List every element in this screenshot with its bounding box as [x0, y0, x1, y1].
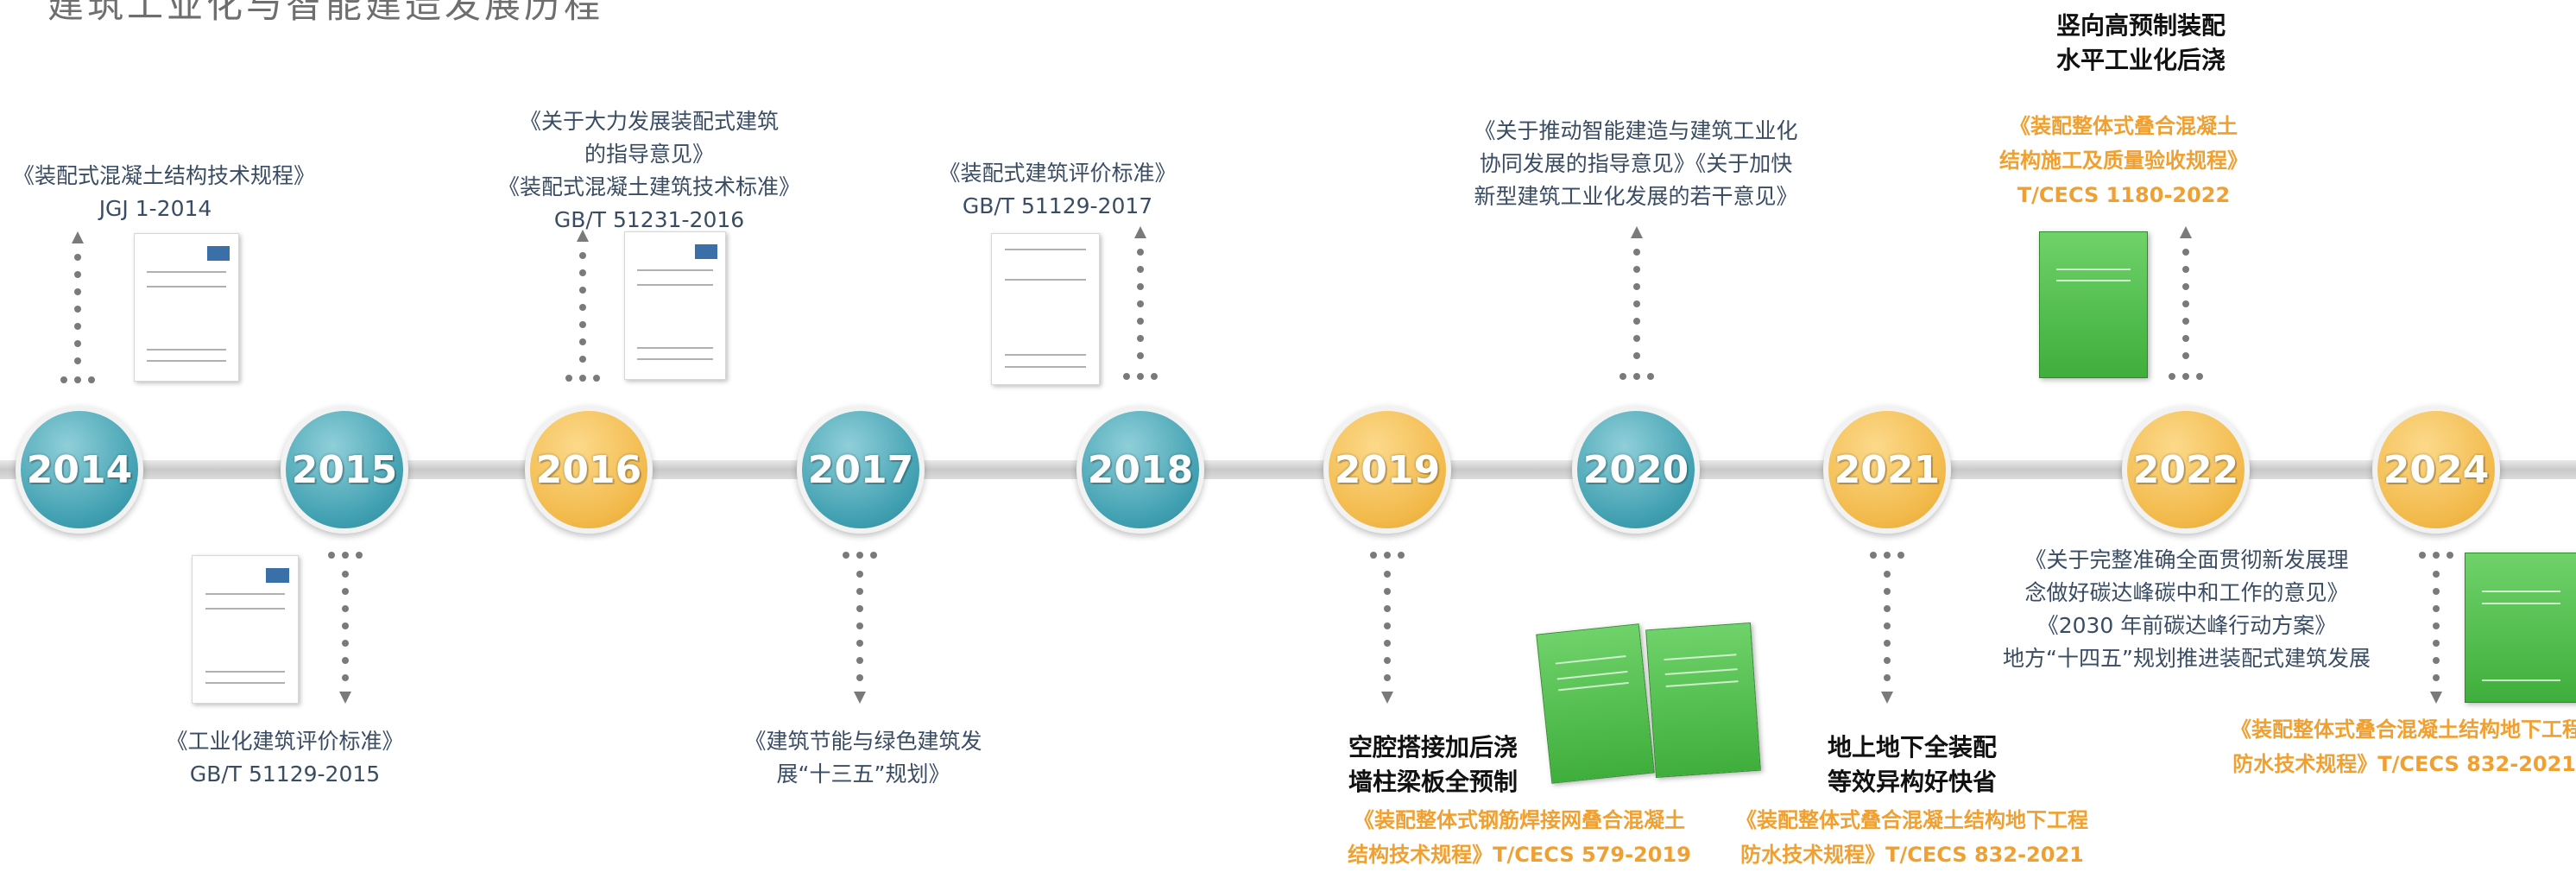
year-2019-circle: 2019 [1323, 406, 1451, 534]
event-2022-highlight: 竖向高预制装配 水平工业化后浇 [2029, 9, 2253, 78]
event-line: 《2030 年前碳达峰行动方案》 [2036, 613, 2337, 638]
timeline-dots-arrow-icon [1123, 226, 1158, 380]
year-2022-circle: 2022 [2122, 406, 2250, 534]
timeline-dots-arrow-icon [1619, 226, 1654, 380]
event-line: 协同发展的指导意见》《关于加快 [1479, 151, 1793, 176]
timeline-dots-arrow-icon [60, 231, 95, 383]
event-2022-standard: 《装配整体式叠合混凝土 结构施工及质量验收规程》 T/CECS 1180-202… [1986, 109, 2262, 212]
event-line: 地方“十四五”规划推进装配式建筑发展 [2003, 646, 2371, 671]
green-book-icon [1536, 623, 1655, 784]
event-line: 结构施工及质量验收规程》 [1999, 148, 2248, 173]
event-2018: 《装配式建筑评价标准》 GB/T 51129-2017 [919, 157, 1196, 223]
event-line: 地上地下全装配 [1827, 733, 1997, 761]
event-2015: 《工业化建筑评价标准》 GB/T 51129-2015 [147, 725, 423, 791]
event-line: 水平工业化后浇 [2055, 46, 2226, 74]
event-line: 防水技术规程》T/CECS 832-2021 [2232, 752, 2576, 776]
event-2017: 《建筑节能与绿色建筑发 展“十三五”规划》 [721, 725, 1006, 791]
event-2022-policy: 《关于完整准确全面贯彻新发展理 念做好碳达峰碳中和工作的意见》 《2030 年前… [2001, 544, 2372, 675]
event-line: 《装配式混凝土建筑技术标准》 [497, 174, 800, 199]
event-line: 墙柱梁板全预制 [1348, 768, 1518, 796]
event-line: 新型建筑工业化发展的若干意见》 [1474, 184, 1798, 209]
standard-document-icon [192, 555, 299, 704]
event-line: 《装配整体式叠合混凝土 [2010, 114, 2238, 138]
event-line: 防水技术规程》T/CECS 832-2021 [1740, 843, 2084, 867]
standard-document-icon [624, 231, 726, 380]
year-2020-circle: 2020 [1572, 406, 1700, 534]
event-line: 《装配式混凝土结构技术规程》 [13, 163, 316, 188]
event-line: 《装配整体式钢筋焊接网叠合混凝土 [1354, 808, 1685, 832]
standard-document-icon [134, 233, 239, 382]
event-line: GB/T 51129-2015 [189, 761, 381, 787]
year-2018-circle: 2018 [1076, 406, 1204, 534]
year-2015-circle: 2015 [281, 406, 408, 534]
event-2021-standard: 《装配整体式叠合混凝土结构地下工程 防水技术规程》T/CECS 832-2021 [1731, 803, 2093, 872]
timeline-dots-arrow-icon [565, 230, 600, 382]
green-book-icon [2465, 553, 2576, 703]
year-2024-circle: 2024 [2372, 406, 2500, 534]
event-line: 《装配整体式叠合混凝土结构地下工程 [2231, 717, 2576, 742]
event-line: GB/T 51129-2017 [962, 193, 1153, 218]
event-line: 《关于大力发展装配式建筑 [519, 109, 779, 134]
event-line: 竖向高预制装配 [2055, 11, 2226, 40]
year-2021-circle: 2021 [1823, 406, 1951, 534]
event-line: 《建筑节能与绿色建筑发 [744, 729, 982, 754]
event-2014: 《装配式混凝土结构技术规程》 JGJ 1-2014 [13, 160, 316, 225]
event-line: 《装配整体式叠合混凝土结构地下工程 [1736, 808, 2088, 832]
timeline-dots-arrow-icon [1870, 552, 1904, 704]
event-2016: 《关于大力发展装配式建筑 的指导意见》 《装配式混凝土建筑技术标准》 GB/T … [483, 105, 815, 237]
green-book-icon [1645, 622, 1761, 779]
event-line: 《装配式建筑评价标准》 [938, 161, 1177, 186]
year-2017-circle: 2017 [797, 406, 925, 534]
event-line: 展“十三五”规划》 [776, 761, 950, 787]
timeline-dots-arrow-icon [328, 552, 363, 704]
event-line: 的指导意见》 [584, 142, 714, 167]
event-line: 《关于推动智能建造与建筑工业化 [1474, 118, 1798, 143]
year-2014-circle: 2014 [16, 406, 143, 534]
event-line: 空腔搭接加后浇 [1348, 733, 1518, 761]
event-2019-highlight: 空腔搭接加后浇 墙柱梁板全预制 [1321, 730, 1545, 799]
timeline-dots-arrow-icon [2419, 552, 2453, 704]
event-line: GB/T 51231-2016 [553, 207, 745, 232]
timeline-dots-arrow-icon [1370, 552, 1405, 704]
event-line: 《关于完整准确全面贯彻新发展理 [2024, 547, 2349, 572]
event-line: 等效异构好快省 [1827, 768, 1997, 796]
event-line: 《工业化建筑评价标准》 [166, 729, 404, 754]
event-line: JGJ 1-2014 [98, 196, 212, 221]
timeline-dots-arrow-icon [2169, 226, 2203, 380]
event-line: T/CECS 1180-2022 [2017, 183, 2231, 207]
event-2020: 《关于推动智能建造与建筑工业化 协同发展的指导意见》《关于加快 新型建筑工业化发… [1455, 115, 1817, 213]
event-2024-standard: 《装配整体式叠合混凝土结构地下工程 防水技术规程》T/CECS 832-2021 [2231, 712, 2576, 781]
standard-document-icon [991, 233, 1100, 385]
page-title: 建筑工业化与智能建造发展历程 [47, 0, 604, 26]
green-book-icon [2039, 231, 2148, 378]
event-line: 结构技术规程》T/CECS 579-2019 [1348, 843, 1691, 867]
event-2021-highlight: 地上地下全装配 等效异构好快省 [1804, 730, 2020, 799]
event-line: 念做好碳达峰碳中和工作的意见》 [2024, 580, 2349, 605]
year-2016-circle: 2016 [525, 406, 653, 534]
timeline-dots-arrow-icon [843, 552, 877, 704]
event-2019-standard: 《装配整体式钢筋焊接网叠合混凝土 结构技术规程》T/CECS 579-2019 [1334, 803, 1705, 872]
